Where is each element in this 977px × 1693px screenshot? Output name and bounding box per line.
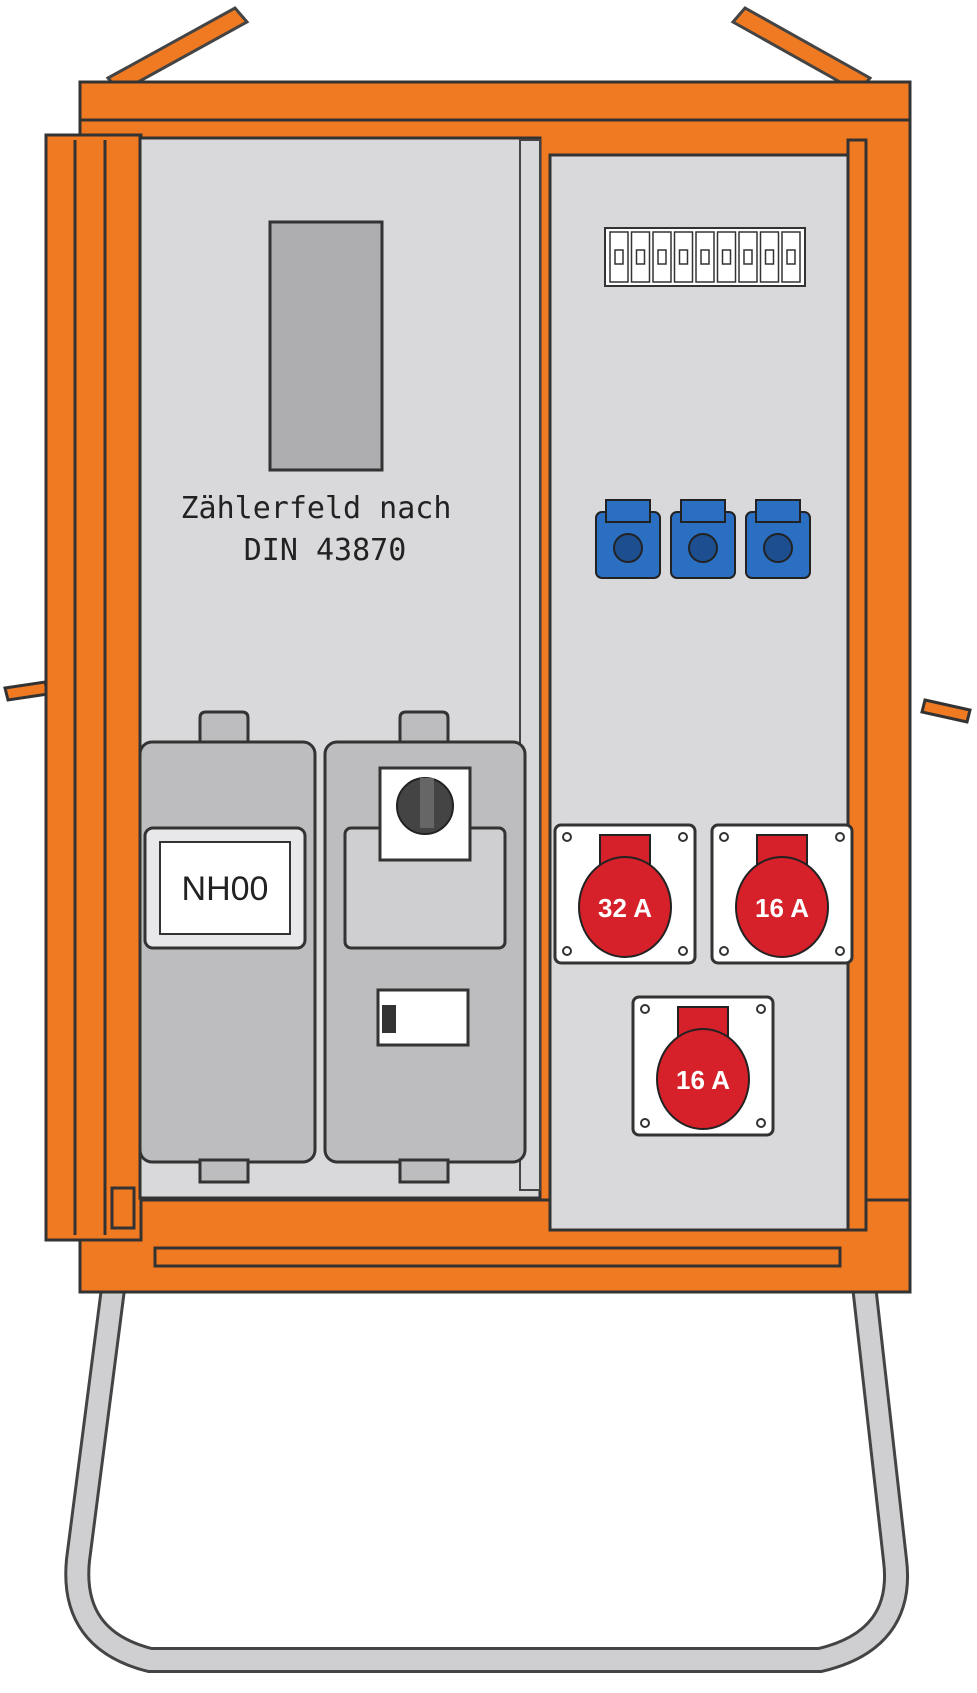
schuko-socket[interactable] (745, 499, 811, 579)
main-switch-cover[interactable] (323, 710, 527, 1184)
breaker-9[interactable] (781, 231, 801, 283)
schuko-socket[interactable] (670, 499, 736, 579)
circuit-breaker-row (604, 227, 806, 287)
left-door (44, 133, 143, 1242)
fuse-label: NH00 (182, 870, 269, 908)
cee-rating-label: 32 A (598, 893, 652, 923)
cee-socket[interactable]: 32 A (553, 823, 697, 965)
cee-rating-label: 16 A (676, 1065, 730, 1095)
meter-field-label: Zählerfeld nach DIN 43870 (181, 491, 470, 568)
meter-field-line1: Zählerfeld nach (181, 491, 452, 526)
breaker-2[interactable] (630, 231, 651, 283)
breaker-4[interactable] (673, 231, 694, 283)
schuko-socket[interactable] (595, 499, 661, 579)
breaker-3[interactable] (652, 231, 672, 283)
cee-socket[interactable]: 16 A (710, 823, 854, 965)
socket-panel: 32 A 16 A 16 A (548, 138, 868, 1232)
meter-panel: Zählerfeld nach DIN 43870 NH00 (138, 136, 542, 1200)
meter-field-line2: DIN 43870 (244, 533, 407, 568)
breaker-6[interactable] (716, 231, 737, 283)
breaker-8[interactable] (759, 231, 780, 283)
fuse-cover[interactable]: NH00 (138, 710, 317, 1184)
schuko-socket-row (595, 499, 811, 579)
cee-socket[interactable]: 16 A (631, 995, 775, 1137)
breaker-5[interactable] (695, 231, 715, 283)
base-tube-frame (64, 1248, 909, 1673)
cee-rating-label: 16 A (755, 893, 809, 923)
breaker-1[interactable] (609, 231, 629, 283)
breaker-7[interactable] (738, 231, 758, 283)
cee-socket-group: 32 A 16 A 16 A (553, 823, 854, 1137)
top-lifting-bars (105, 6, 873, 94)
